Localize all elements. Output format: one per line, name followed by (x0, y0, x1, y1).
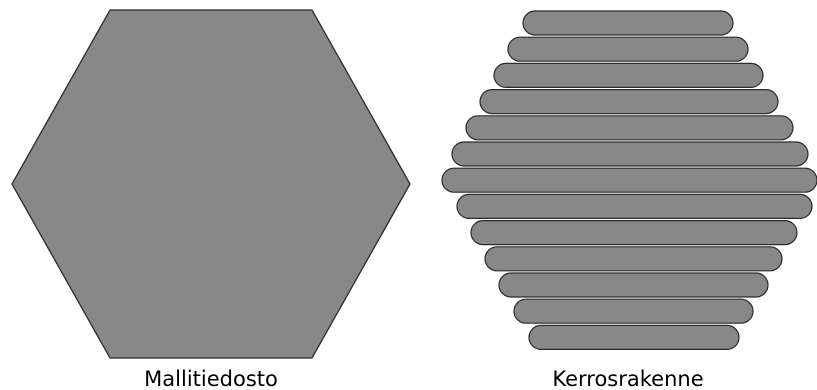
layer-bar-9 (470, 220, 798, 246)
layer-bar-11 (498, 272, 769, 298)
layer-bar-5 (465, 115, 794, 141)
model-file-panel: Mallitiedosto (11, 9, 411, 390)
model-hexagon (11, 9, 411, 359)
layer-structure-caption: Kerrosrakenne (552, 367, 703, 390)
layer-stack (441, 10, 817, 350)
layer-bar-13 (528, 324, 740, 350)
layer-bar-10 (484, 246, 783, 272)
layer-bar-2 (507, 36, 749, 62)
layer-bar-1 (522, 10, 734, 36)
layer-bar-7 (441, 167, 817, 193)
model-file-caption: Mallitiedosto (144, 367, 278, 390)
layer-bar-3 (493, 62, 764, 89)
layer-bar-8 (456, 193, 813, 219)
layer-bar-6 (451, 141, 809, 167)
layer-bar-4 (479, 88, 779, 115)
layer-structure-panel: Kerrosrakenne (441, 10, 817, 390)
layer-bar-12 (513, 298, 754, 324)
